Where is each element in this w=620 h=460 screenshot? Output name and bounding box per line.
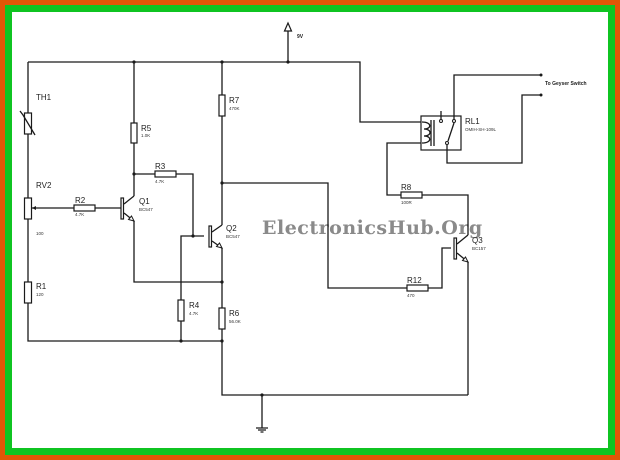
transistor-q2: Q2 BC547 [208,224,240,249]
svg-text:120: 120 [36,292,44,297]
relay-contact-top-wire [453,74,541,119]
output-terminal-1 [539,73,543,77]
relay-rl1: RL1 OMIH-SH-109L [420,111,497,151]
supply-9v: 9V [283,21,304,62]
relay-contact-bottom-wire [446,94,541,164]
svg-text:4.7K: 4.7K [189,311,198,316]
svg-text:56.0K: 56.0K [229,319,241,324]
svg-text:R12: R12 [407,276,422,285]
schematic-canvas [12,12,608,448]
svg-text:1.0K: 1.0K [141,133,150,138]
output-terminal-2 [539,93,543,97]
svg-text:BC547: BC547 [139,207,153,212]
svg-text:R3: R3 [155,162,166,171]
svg-text:R2: R2 [75,196,86,205]
resistor-r7: R7 470K [218,94,240,117]
svg-text:Q2: Q2 [226,224,237,233]
ground-symbol [256,393,268,433]
svg-text:Q1: Q1 [139,197,150,206]
svg-text:100: 100 [36,231,44,236]
svg-text:R4: R4 [189,301,200,310]
q2-emitter-wire [221,248,468,396]
svg-text:BC547: BC547 [226,234,240,239]
svg-text:Q3: Q3 [472,236,483,245]
power-arrow-icon [283,21,293,32]
svg-text:R6: R6 [229,309,240,318]
q3-collector-wire [386,142,469,235]
svg-text:R1: R1 [36,282,47,291]
svg-text:RL1: RL1 [465,117,480,126]
resistor-r8: R8 100R [400,183,423,205]
watermark: ElectronicsHub.Org [262,217,483,239]
thermistor-th1: TH1 [19,93,52,136]
potentiometer-rv2: RV2 100 [23,181,52,236]
r4-column-wire [180,235,193,341]
svg-text:OMIH-SH-109L: OMIH-SH-109L [465,127,497,132]
resistor-r5: R5 1.0K [130,122,152,144]
q1-emitter-wire [133,221,222,283]
left-column-wire [27,62,222,342]
svg-text:BC157: BC157 [472,246,486,251]
resistor-r12: R12 470 [406,276,429,298]
transistor-q1: Q1 BC547 [120,195,153,222]
supply-label: 9V [297,34,304,40]
svg-text:R8: R8 [401,183,412,192]
svg-text:4.7K: 4.7K [155,179,164,184]
svg-text:470: 470 [407,293,415,298]
svg-text:RV2: RV2 [36,181,52,190]
resistor-r3: R3 4.7K [154,162,177,184]
transistor-q3: Q3 BC157 [453,234,486,263]
svg-text:R7: R7 [229,96,240,105]
output-label: To Geyser Switch [545,81,587,87]
top-rail-wire [28,61,422,123]
r12-wire [222,182,451,289]
svg-text:100R: 100R [401,200,413,205]
resistor-r6: R6 56.0K [218,307,241,330]
resistor-r1: R1 120 [23,281,47,304]
svg-text:4.7K: 4.7K [75,212,84,217]
svg-text:TH1: TH1 [36,93,52,102]
svg-text:470K: 470K [229,106,240,111]
resistor-r4: R4 4.7K [177,299,200,322]
svg-text:R5: R5 [141,124,152,133]
resistor-r2: R2 4.7K [73,196,96,217]
